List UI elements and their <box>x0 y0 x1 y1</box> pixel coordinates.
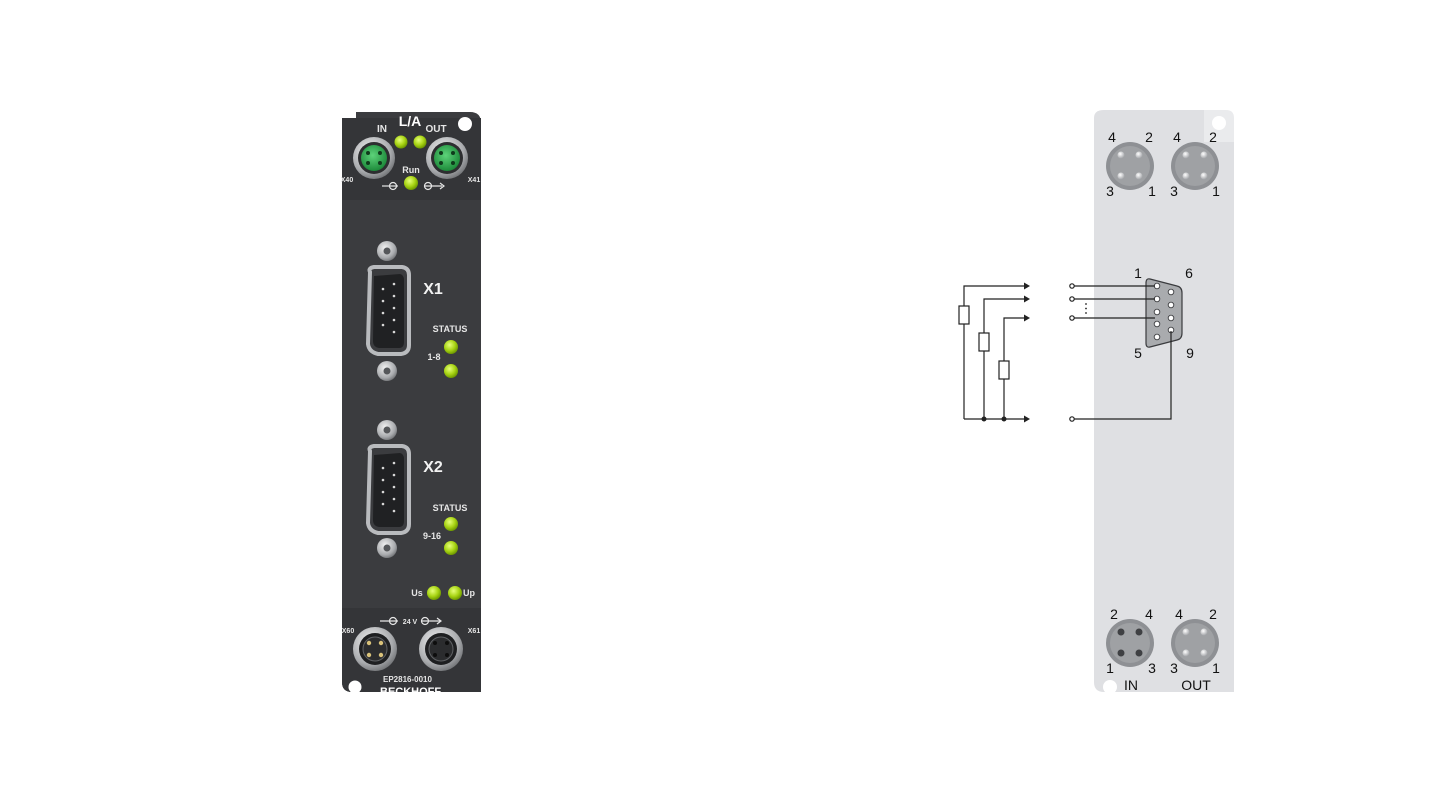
pin-label: 3 <box>1106 183 1114 199</box>
label-x40: X40 <box>341 177 354 184</box>
label-24v: 24 V <box>403 619 418 626</box>
mounting-hole-top <box>458 117 472 131</box>
label-range-1-8: 1-8 <box>427 352 440 362</box>
pin-label: 1 <box>1106 660 1114 676</box>
brand-logo: BECKHOFF <box>380 686 441 698</box>
resistor <box>998 360 1010 380</box>
pin-label: 1 <box>1148 183 1156 199</box>
label-in: IN <box>1124 677 1138 693</box>
connector-x41[interactable] <box>426 137 468 179</box>
dsub-pin-6: 6 <box>1185 265 1193 281</box>
connector-x1-dsub[interactable] <box>365 241 411 381</box>
device-module: IN L/A OUT Run X40 X41 <box>341 112 481 698</box>
label-x60: X60 <box>342 628 355 635</box>
connector-x2-dsub[interactable] <box>365 420 411 558</box>
label-up: Up <box>463 588 475 598</box>
led-status-4 <box>444 541 458 555</box>
led-la-out <box>413 135 427 149</box>
pinout-plate: 4 2 3 1 4 2 3 1 1 6 5 9 <box>1094 110 1234 694</box>
label-out: OUT <box>1181 677 1211 693</box>
pinout-bottom-out <box>1171 619 1219 667</box>
led-status-3 <box>444 517 458 531</box>
pin-label: 4 <box>1145 606 1153 622</box>
wiring-schematic <box>958 283 1172 422</box>
label-x61: X61 <box>468 628 481 635</box>
pin-label: 3 <box>1170 183 1178 199</box>
label-la: L/A <box>399 113 422 129</box>
label-status-2: STATUS <box>433 503 468 513</box>
led-la-in <box>394 135 408 149</box>
dsub-pin-1: 1 <box>1134 265 1142 281</box>
led-us <box>427 586 441 600</box>
power-arrows <box>380 616 442 626</box>
dsub-pin-5: 5 <box>1134 345 1142 361</box>
led-status-2 <box>444 364 458 378</box>
pin-label: 1 <box>1212 183 1220 199</box>
label-out: OUT <box>425 124 446 135</box>
pin-label: 3 <box>1170 660 1178 676</box>
pin-label: 2 <box>1209 606 1217 622</box>
pinout-top-left <box>1106 142 1154 190</box>
resistor <box>978 332 990 352</box>
pinout-top-right <box>1171 142 1219 190</box>
mounting-hole-top <box>1212 116 1226 130</box>
led-status-1 <box>444 340 458 354</box>
label-x2: X2 <box>423 459 443 476</box>
dsub-pin-9: 9 <box>1186 345 1194 361</box>
connector-x60[interactable] <box>353 627 397 671</box>
pin-label: 4 <box>1108 129 1116 145</box>
schematic-arrows <box>981 282 1087 423</box>
label-run: Run <box>402 165 420 175</box>
label-in: IN <box>377 124 387 135</box>
pin-label: 4 <box>1173 129 1181 145</box>
led-run <box>404 176 418 190</box>
pin-label: 2 <box>1110 606 1118 622</box>
pin-label: 2 <box>1145 129 1153 145</box>
resistor <box>958 305 970 325</box>
led-up <box>448 586 462 600</box>
label-x1: X1 <box>423 281 443 298</box>
pin-label: 4 <box>1175 606 1183 622</box>
label-range-9-16: 9-16 <box>423 531 441 541</box>
dsub-symbol <box>1145 278 1183 348</box>
pinout-bottom-in <box>1106 619 1154 667</box>
ethercat-arrows <box>382 181 445 191</box>
model-number: EP2816-0010 <box>383 675 432 684</box>
pin-label: 2 <box>1209 129 1217 145</box>
connector-x40[interactable] <box>353 137 395 179</box>
pin-label: 1 <box>1212 660 1220 676</box>
mounting-hole-bottom <box>1103 680 1117 694</box>
label-status-1: STATUS <box>433 324 468 334</box>
pin-label: 3 <box>1148 660 1156 676</box>
label-x41: X41 <box>468 177 481 184</box>
mounting-hole-bottom <box>348 680 362 694</box>
label-us: Us <box>411 588 423 598</box>
connector-x61[interactable] <box>419 627 463 671</box>
